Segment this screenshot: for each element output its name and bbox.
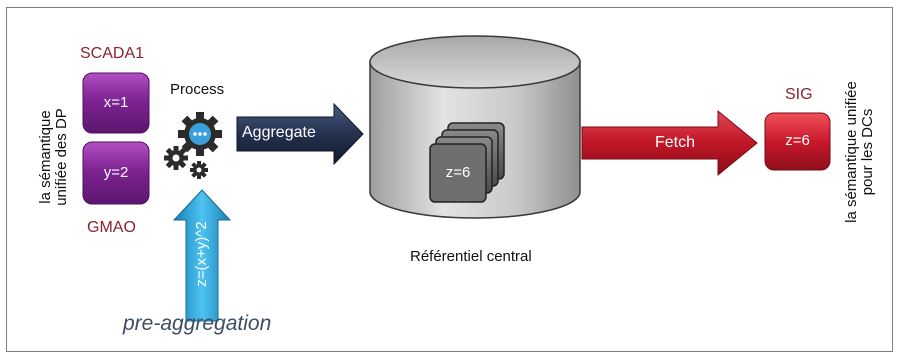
process-label: Process <box>170 81 225 98</box>
scada1-value: x=1 <box>103 94 129 111</box>
scada1-label: SCADA1 <box>80 45 145 62</box>
pre-aggregation-label: pre-aggregation <box>123 312 272 335</box>
gmao-label: GMAO <box>87 219 136 236</box>
aggregate-arrow <box>236 102 364 166</box>
sig-box <box>764 112 831 171</box>
repository-label: Référentiel central <box>410 248 532 265</box>
aggregate-label: Aggregate <box>242 124 316 141</box>
fetch-label: Fetch <box>655 134 696 151</box>
fetch-arrow <box>581 109 758 177</box>
data-stack-icon <box>429 122 505 203</box>
repository-value: z=6 <box>445 164 471 181</box>
diagram-frame <box>6 7 893 352</box>
scada1-box <box>82 72 150 134</box>
formula-label: z=(x+y)^2 <box>193 221 210 287</box>
gmao-box <box>82 141 150 205</box>
gears-icon <box>164 112 222 179</box>
pre-aggregation-arrow <box>172 189 232 322</box>
gmao-value: y=2 <box>103 164 129 181</box>
sig-label: SIG <box>785 86 813 103</box>
sig-value: z=6 <box>785 132 810 149</box>
left-side-label: la sémantique unifiée des DP <box>37 108 70 206</box>
right-side-label: la sémantique unifiée pour les DCs <box>843 81 876 223</box>
